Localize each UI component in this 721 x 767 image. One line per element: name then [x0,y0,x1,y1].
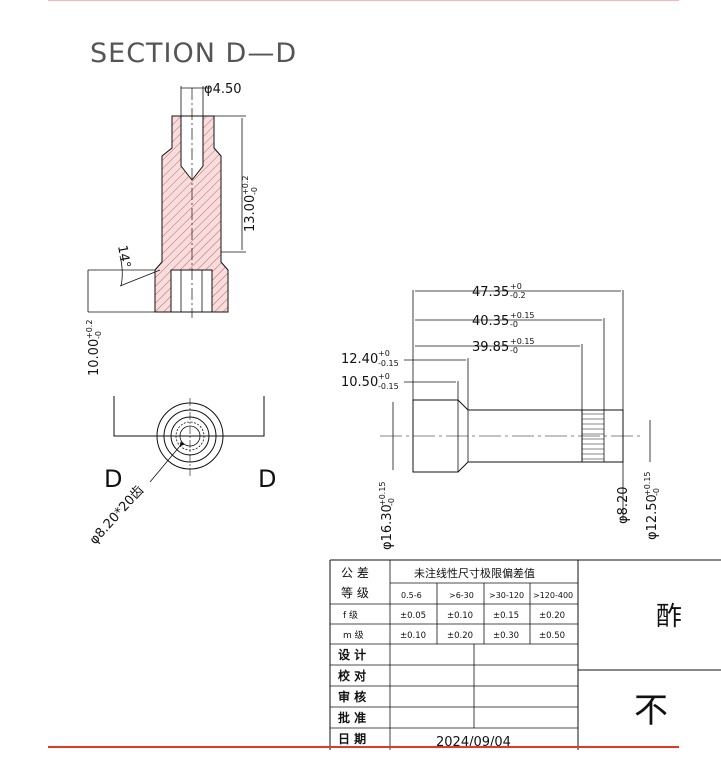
design-label: 设 计 [338,647,366,662]
range-0: 0.5-6 [401,591,422,600]
svg-text:+0: +0 [378,349,390,358]
svg-text:-0: -0 [652,488,661,496]
date-label: 日 期 [338,731,366,746]
f-val-0: ±0.05 [400,611,426,621]
dim-bore-dia: φ4.50 [204,82,242,97]
range-2: >30-120 [489,591,524,600]
dim-2: 40.35 +0.15 -0 [472,311,535,329]
dim-5: 10.50 +0 -0.15 [341,372,399,391]
title-text-1: 酢 [656,602,682,632]
section-title: SECTION D—D [90,38,297,69]
section-label-left: D [104,465,122,493]
f-val-3: ±0.20 [539,611,565,621]
section-view: SECTION D—D φ4.50 13.00 +0.2 -0 [85,38,297,376]
svg-text:14°: 14° [114,244,133,269]
svg-text:+0.2: +0.2 [241,176,250,195]
svg-text:-0: -0 [510,320,518,329]
range-1: >6-30 [449,591,474,600]
svg-text:-0: -0 [250,187,259,195]
dim-length-main: 13.00 +0.2 -0 [241,176,259,232]
section-lower-bore [170,269,213,313]
dia-left: φ16.30 +0.15 -0 [378,481,396,550]
svg-text:+0.15: +0.15 [378,481,387,506]
svg-text:13.00: 13.00 [243,195,258,232]
top-border-rule [48,0,679,1]
side-view: 47.35 +0 -0.2 40.35 +0.15 -0 39.85 +0.15… [341,282,661,550]
svg-text:+0.2: +0.2 [85,320,94,339]
svg-text:47.35: 47.35 [472,285,509,300]
title-text-2: 不 [634,691,668,731]
svg-text:40.35: 40.35 [472,314,509,329]
svg-text:12.40: 12.40 [341,352,378,367]
m-val-0: ±0.10 [400,631,426,641]
svg-text:φ8.20: φ8.20 [616,486,631,524]
svg-text:-0.15: -0.15 [378,382,399,391]
dim-length-bottom: 10.00 +0.2 -0 [85,320,103,376]
dia-right: φ12.50 +0.15 -0 [643,471,661,540]
bottom-border-rule [48,746,679,748]
svg-text:-0.2: -0.2 [510,291,526,300]
svg-text:-0: -0 [510,346,518,355]
check-label: 校 对 [338,668,366,683]
svg-text:10.50: 10.50 [341,375,378,390]
svg-text:+0: +0 [378,372,390,381]
tol-table-header: 未注线性尺寸极限偏差值 [414,566,535,580]
m-val-1: ±0.20 [447,631,473,641]
dia-spline: φ8.20 [616,486,631,524]
section-label-right: D [258,465,276,493]
section-body-hatch [154,115,229,313]
f-val-2: ±0.15 [493,611,519,621]
dim-3: 39.85 +0.15 -0 [472,337,535,355]
grade-f: f 级 [343,609,358,621]
end-view: D D φ8.20*20齿 [87,396,276,548]
dim-angle: 14° [114,244,133,269]
svg-text:+0.15: +0.15 [510,311,535,320]
svg-text:+0.15: +0.15 [510,337,535,346]
dim-overall: 47.35 +0 -0.2 [472,282,526,300]
tol-grade-label-1: 公 差 [341,566,369,580]
svg-text:+0: +0 [510,282,522,291]
f-val-1: ±0.10 [447,611,473,621]
title-block: 公 差 等 级 未注线性尺寸极限偏差值 0.5-6 >6-30 >30-120 … [329,559,721,750]
svg-text:-0: -0 [94,331,103,339]
svg-text:φ12.50: φ12.50 [645,494,660,540]
svg-text:+0.15: +0.15 [643,471,652,496]
dim-4: 12.40 +0 -0.15 [341,349,399,368]
grade-m: m 级 [343,629,364,641]
svg-text:-0: -0 [387,498,396,506]
review-label: 审 核 [338,689,366,704]
svg-text:φ16.30: φ16.30 [380,504,395,550]
range-3: >120-400 [533,591,573,600]
m-val-3: ±0.50 [539,631,565,641]
svg-text:10.00: 10.00 [87,339,102,376]
approve-label: 批 准 [338,710,366,725]
svg-text:39.85: 39.85 [472,340,509,355]
m-val-2: ±0.30 [493,631,519,641]
tol-grade-label-2: 等 级 [341,586,369,600]
svg-text:-0.15: -0.15 [378,359,399,368]
